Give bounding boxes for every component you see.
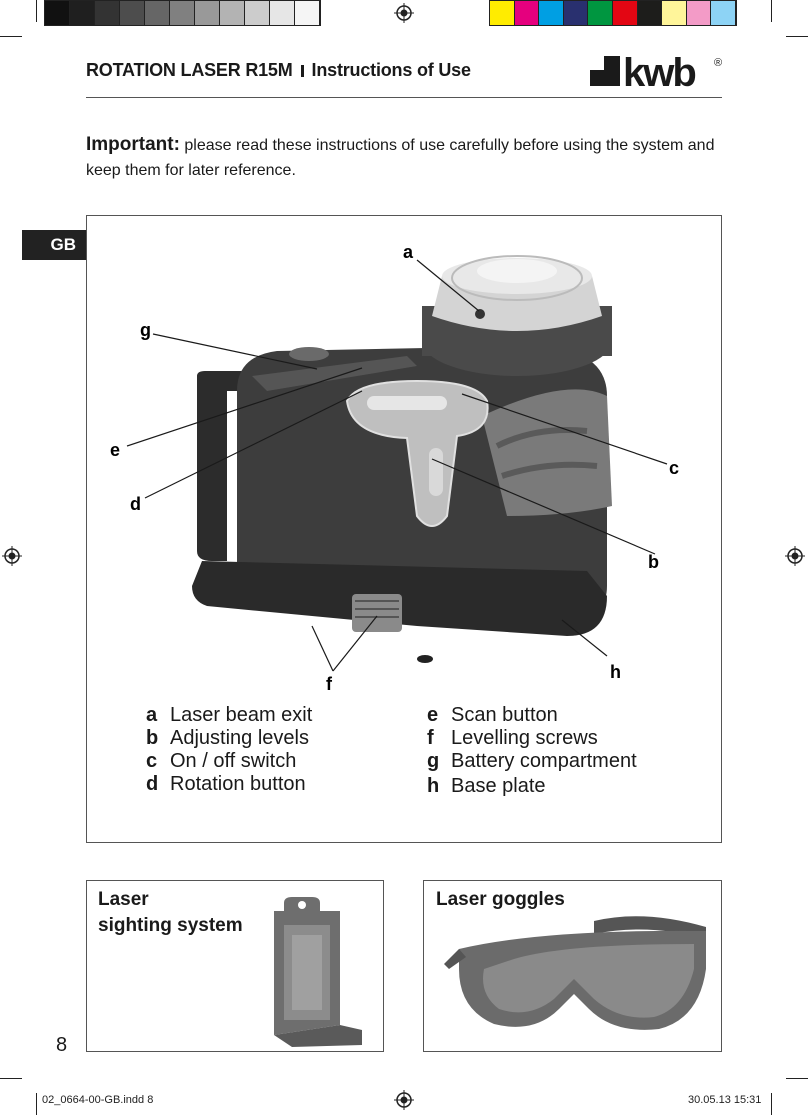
sighting-system-title: Laser sighting system bbox=[98, 889, 243, 936]
diagram-label-b: b bbox=[648, 552, 659, 572]
intro-paragraph: Important: please read these instruction… bbox=[86, 132, 726, 183]
crop-mark bbox=[0, 36, 22, 37]
sighting-system-box: Laser sighting system bbox=[86, 880, 384, 1052]
diagram-label-d: d bbox=[130, 494, 141, 514]
color-swatch bbox=[711, 1, 736, 25]
color-swatch bbox=[514, 1, 540, 25]
crop-mark bbox=[0, 1078, 22, 1079]
diagram-label-a: a bbox=[403, 242, 414, 262]
diagram-label-g: g bbox=[140, 320, 151, 340]
intro-text: please read these instructions of use ca… bbox=[86, 137, 715, 179]
color-swatch bbox=[612, 1, 638, 25]
laser-goggles-box: Laser goggles bbox=[423, 880, 722, 1052]
gray-swatch bbox=[145, 1, 170, 25]
gray-swatch bbox=[245, 1, 270, 25]
header-separator bbox=[300, 65, 304, 77]
crop-mark bbox=[786, 1078, 808, 1079]
brand-logo: kwb ® bbox=[590, 51, 724, 95]
crop-mark bbox=[36, 0, 37, 22]
gray-swatch bbox=[70, 1, 95, 25]
registration-mark-icon bbox=[394, 3, 414, 23]
color-swatch bbox=[637, 1, 663, 25]
registration-mark-icon bbox=[394, 1090, 414, 1110]
crop-mark bbox=[771, 1093, 772, 1115]
color-swatch bbox=[563, 1, 589, 25]
gray-swatch bbox=[95, 1, 120, 25]
gray-swatch bbox=[45, 1, 70, 25]
brand-logo-icon: kwb ® bbox=[590, 51, 722, 95]
section-name: Instructions of Use bbox=[311, 60, 471, 80]
gray-swatch bbox=[295, 1, 320, 25]
diagram-label-e: e bbox=[110, 440, 120, 460]
gray-swatch bbox=[220, 1, 245, 25]
product-name: ROTATION LASER R15M bbox=[86, 60, 293, 80]
header-title: ROTATION LASER R15M Instructions of Use bbox=[86, 60, 471, 81]
crop-mark bbox=[36, 1093, 37, 1115]
color-swatch bbox=[490, 1, 515, 25]
process-color-bar bbox=[489, 0, 737, 26]
gray-swatch bbox=[195, 1, 220, 25]
page-number: 8 bbox=[56, 1034, 68, 1056]
laser-target-plate-icon bbox=[274, 897, 362, 1047]
logo-wordmark: kwb bbox=[623, 52, 695, 92]
laser-goggles-title: Laser goggles bbox=[436, 889, 565, 910]
registration-mark-icon bbox=[2, 546, 22, 566]
gray-swatch bbox=[170, 1, 195, 25]
gray-swatch bbox=[270, 1, 295, 25]
gray-swatch bbox=[120, 1, 145, 25]
color-swatch bbox=[686, 1, 712, 25]
registered-mark: ® bbox=[714, 57, 722, 69]
color-swatch bbox=[588, 1, 613, 25]
diagram-label-c: c bbox=[669, 458, 679, 478]
registration-mark-icon bbox=[785, 546, 805, 566]
diagram-label-f: f bbox=[326, 674, 333, 694]
print-file-name: 02_0664-00-GB.indd 8 bbox=[42, 1094, 154, 1106]
intro-lead: Important: bbox=[86, 134, 180, 155]
laser-goggles-icon bbox=[444, 916, 706, 1030]
diagram-label-h: h bbox=[610, 662, 621, 682]
device-diagram-box bbox=[86, 215, 722, 843]
crop-mark bbox=[786, 36, 808, 37]
color-swatch bbox=[539, 1, 564, 25]
header-divider bbox=[86, 97, 722, 98]
language-tab: GB bbox=[22, 230, 86, 260]
rotation-laser-illustration: a b c d e f g h bbox=[110, 242, 679, 694]
crop-mark bbox=[771, 0, 772, 22]
color-swatch bbox=[662, 1, 687, 25]
print-date: 30.05.13 15:31 bbox=[688, 1094, 762, 1106]
grayscale-bar bbox=[44, 0, 321, 26]
